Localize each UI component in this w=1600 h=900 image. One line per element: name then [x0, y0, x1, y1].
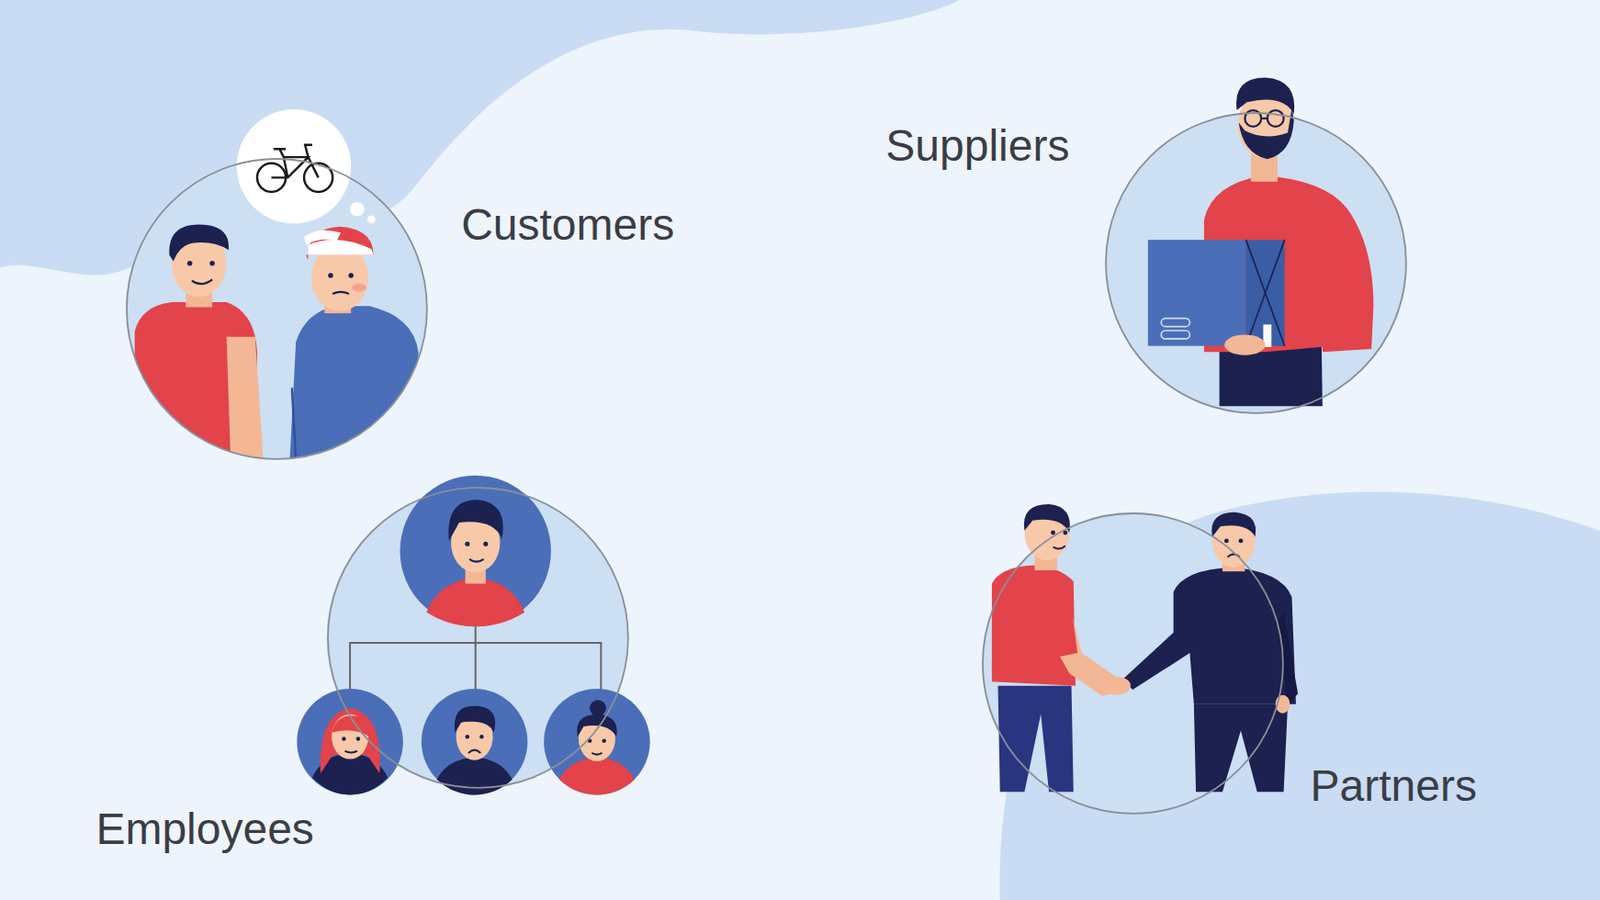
circle-outline	[1105, 112, 1407, 414]
group-heading: Employees	[95, 803, 314, 855]
stakeholder-circle: Customers	[125, 157, 429, 461]
circle-outline	[126, 158, 428, 460]
group-heading: Suppliers	[885, 120, 1070, 171]
partners-illustration	[981, 504, 1298, 815]
stakeholder-circle: Partners	[981, 512, 1285, 815]
employees-illustration	[296, 475, 650, 796]
circle-outline	[981, 512, 1285, 815]
circle-outline	[327, 487, 629, 789]
circle-outline	[125, 157, 429, 461]
group-heading: Partners	[1309, 760, 1477, 812]
background-blob	[0, 0, 959, 275]
stakeholder-circle: Employees	[326, 486, 630, 789]
group-heading: Customers	[461, 199, 675, 250]
circle-outline	[326, 486, 630, 789]
customers-illustration	[125, 109, 429, 461]
circle-outline	[982, 513, 1284, 814]
suppliers-illustration	[1104, 77, 1408, 415]
circle-outline	[1104, 112, 1408, 415]
stakeholder-circle: Suppliers	[1104, 112, 1408, 415]
